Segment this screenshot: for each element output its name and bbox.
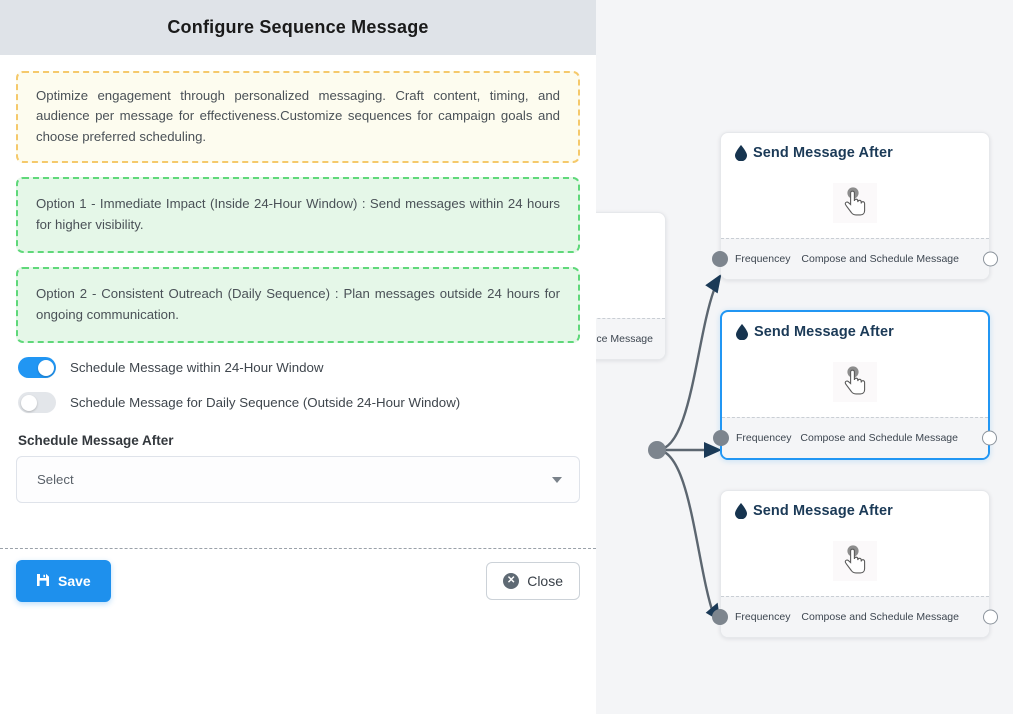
edge-to-node-1 bbox=[656, 289, 716, 452]
node-3-title-row: Send Message After bbox=[721, 491, 989, 519]
floppy-disk-icon bbox=[36, 573, 50, 590]
schedule-after-value: Select bbox=[37, 472, 74, 488]
node-2-title-row: Send Message After bbox=[722, 312, 988, 340]
workflow-node-2[interactable]: Send Message After Frequencey Compose an… bbox=[713, 310, 997, 460]
arrowhead-node-1 bbox=[705, 273, 722, 294]
configure-sequence-modal: Configure Sequence Message Optimize enga… bbox=[0, 0, 596, 602]
save-button[interactable]: Save bbox=[16, 560, 111, 602]
node-1-footer: Frequencey Compose and Schedule Message bbox=[712, 238, 998, 279]
node-partial-footer: ce Message bbox=[596, 318, 665, 359]
toggle-row-daily-sequence[interactable]: Schedule Message for Daily Sequence (Out… bbox=[18, 392, 580, 414]
info-callout: Optimize engagement through personalized… bbox=[16, 71, 580, 164]
footer-divider bbox=[0, 548, 596, 549]
edge-source-handle bbox=[648, 441, 666, 459]
pointing-hand-cursor-icon bbox=[833, 541, 877, 581]
toggle-daily-sequence-label: Schedule Message for Daily Sequence (Out… bbox=[70, 395, 461, 411]
node-3-input-handle[interactable] bbox=[712, 609, 728, 625]
node-1-output-handle[interactable] bbox=[983, 251, 998, 267]
node-2-foot-right: Compose and Schedule Message bbox=[800, 432, 958, 444]
node-1-foot-left: Frequencey bbox=[735, 253, 791, 265]
close-button[interactable]: ✕ Close bbox=[486, 562, 580, 600]
workflow-node-partial[interactable]: ce Message bbox=[596, 212, 666, 360]
node-2-foot-left: Frequencey bbox=[736, 432, 792, 444]
workflow-canvas[interactable]: ce Message Send Message After bbox=[596, 0, 1013, 714]
option-2-callout: Option 2 - Consistent Outreach (Daily Se… bbox=[16, 267, 580, 344]
edge-to-node-3 bbox=[656, 448, 716, 617]
modal-footer: Save ✕ Close bbox=[0, 560, 596, 602]
circle-x-icon: ✕ bbox=[503, 573, 520, 589]
node-2-output-handle[interactable] bbox=[982, 430, 997, 446]
toggle-within-24h[interactable] bbox=[18, 357, 56, 379]
node-2-title: Send Message After bbox=[754, 324, 894, 340]
node-3-output-handle[interactable] bbox=[983, 609, 998, 625]
node-partial-body bbox=[596, 213, 665, 318]
modal-header: Configure Sequence Message bbox=[0, 0, 596, 55]
toggle-knob bbox=[20, 394, 37, 411]
water-drop-icon bbox=[735, 145, 747, 161]
node-1-title-row: Send Message After bbox=[721, 133, 989, 161]
page-title: Configure Sequence Message bbox=[167, 17, 429, 37]
arrowhead-node-2 bbox=[704, 442, 722, 458]
water-drop-icon bbox=[736, 324, 748, 340]
toggle-knob bbox=[37, 359, 54, 376]
workflow-node-3[interactable]: Send Message After Frequencey Compose an… bbox=[712, 490, 998, 638]
toggle-within-24h-label: Schedule Message within 24-Hour Window bbox=[70, 360, 324, 376]
modal-body: Optimize engagement through personalized… bbox=[0, 55, 596, 504]
option-1-callout: Option 1 - Immediate Impact (Inside 24-H… bbox=[16, 177, 580, 254]
node-1-foot-right: Compose and Schedule Message bbox=[801, 253, 959, 265]
pointing-hand-cursor-icon bbox=[833, 183, 877, 223]
node-3-footer: Frequencey Compose and Schedule Message bbox=[712, 596, 998, 637]
chevron-down-icon bbox=[552, 476, 562, 483]
node-1-body: Send Message After bbox=[721, 133, 989, 238]
workflow-node-1[interactable]: Send Message After Frequencey Compose an… bbox=[712, 132, 998, 280]
node-3-body: Send Message After bbox=[721, 491, 989, 596]
water-drop-icon bbox=[735, 503, 747, 519]
schedule-after-select[interactable]: Select bbox=[16, 456, 580, 504]
save-button-label: Save bbox=[58, 573, 91, 589]
toggle-daily-sequence[interactable] bbox=[18, 392, 56, 414]
pointing-hand-cursor-icon bbox=[833, 362, 877, 402]
close-button-label: Close bbox=[527, 573, 563, 589]
node-3-title: Send Message After bbox=[753, 503, 893, 519]
toggle-row-within-24h[interactable]: Schedule Message within 24-Hour Window bbox=[18, 357, 580, 379]
node-3-foot-right: Compose and Schedule Message bbox=[801, 611, 959, 623]
schedule-after-label: Schedule Message After bbox=[18, 433, 174, 449]
node-2-body: Send Message After bbox=[722, 312, 988, 417]
node-3-foot-left: Frequencey bbox=[735, 611, 791, 623]
node-2-footer: Frequencey Compose and Schedule Message bbox=[713, 417, 997, 458]
node-1-input-handle[interactable] bbox=[712, 251, 728, 267]
node-partial-foot-label: ce Message bbox=[596, 333, 653, 345]
node-2-input-handle[interactable] bbox=[713, 430, 729, 446]
node-1-title: Send Message After bbox=[753, 145, 893, 161]
